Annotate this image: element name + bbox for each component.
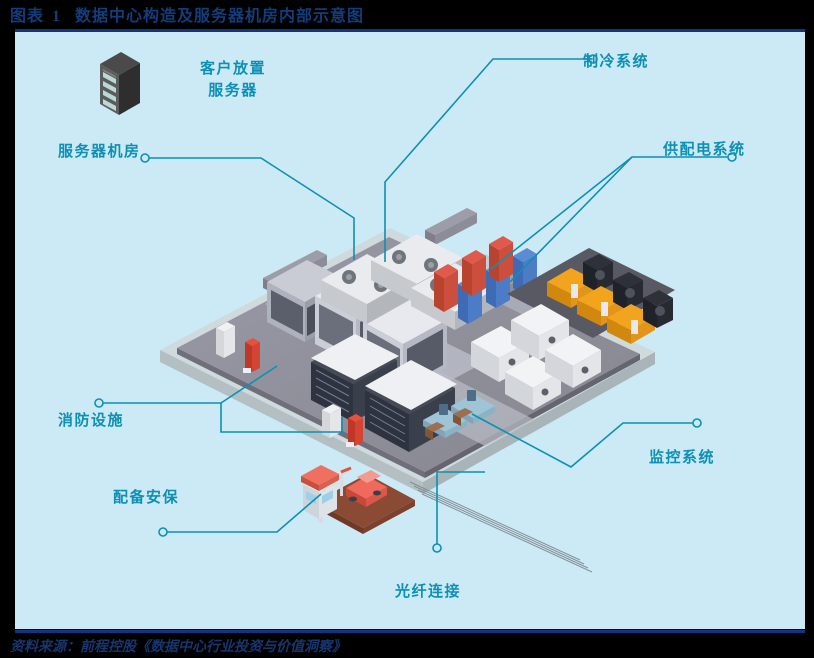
figure-title: 图表 1 数据中心构造及服务器机房内部示意图: [10, 2, 800, 28]
annotation-cooling-system: 制冷系统: [583, 53, 650, 70]
annotation-client-servers-line2: 服务器: [208, 82, 258, 99]
annotation-security-staff: 配备安保: [113, 489, 180, 506]
source-rule-bottom: [15, 630, 805, 633]
server-cabinet-icon: [100, 52, 140, 115]
annotation-fiber-link: 光纤连接: [395, 583, 462, 600]
diagram-illustration: [94, 54, 737, 573]
figure-source: 资料来源：前程控股《数据中心行业投资与价值洞察》: [10, 640, 346, 655]
annotation-fire-protection: 消防设施: [58, 412, 125, 429]
annotation-monitoring: 监控系统: [649, 449, 716, 466]
annotation-client-servers-line1: 客户放置: [199, 60, 266, 77]
title-rule-top: [15, 29, 805, 32]
figure-title-number: 1: [52, 8, 62, 25]
diagram-canvas: 客户放置 服务器 服务器机房 制冷系统 供配电系统 消防设施 配备安保 监控系统…: [15, 32, 805, 629]
annotation-power-system: 供配电系统: [663, 141, 746, 158]
annotation-client-servers: 客户放置 服务器: [177, 58, 289, 102]
figure-title-text: 数据中心构造及服务器机房内部示意图: [75, 8, 365, 25]
annotation-server-room: 服务器机房: [58, 143, 141, 160]
figure-title-label: 图表: [10, 8, 45, 25]
